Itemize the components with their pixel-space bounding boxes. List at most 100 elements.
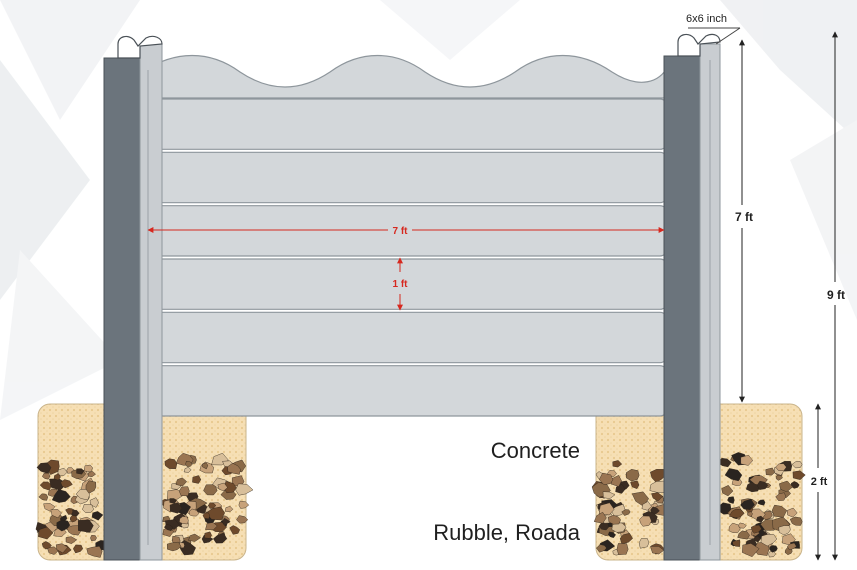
rubble-stone [73, 544, 84, 554]
rubble-stone [611, 522, 627, 533]
rubble-stone [593, 511, 607, 524]
foundation-depth-label: 2 ft [811, 476, 828, 488]
rubble-stone [90, 535, 97, 541]
rubble-stone [756, 480, 769, 490]
wall-panel [144, 311, 668, 364]
rubble-stone [789, 516, 803, 526]
rubble-stone [87, 470, 96, 477]
rubble-stone [65, 508, 74, 515]
rubble-stone [57, 467, 68, 476]
left-rubble [35, 452, 254, 558]
rubble-stone [224, 506, 234, 513]
rubble-stone [630, 480, 640, 489]
rubble-stone [778, 525, 791, 536]
rubble-stone [188, 533, 201, 542]
rubble-stone [760, 533, 778, 547]
rubble-stone [615, 484, 626, 494]
rubble-stone [50, 509, 62, 519]
rubble-stone [38, 493, 49, 501]
rubble-stone [757, 499, 766, 506]
rubble-stone [621, 509, 631, 516]
rubble-stone [638, 538, 650, 549]
rubble-stone [167, 541, 182, 552]
rubble-stone [791, 481, 800, 489]
rubble-stone [598, 502, 615, 516]
rubble-stone [202, 512, 210, 520]
panel-height-label: 1 ft [393, 279, 409, 290]
rubble-stone [39, 481, 52, 491]
rubble-stone [185, 460, 193, 467]
rubble-stone [77, 519, 94, 533]
rubble-stone [721, 485, 734, 497]
panel-width-dimension: 7 ft [147, 226, 665, 237]
rubble-stone [732, 539, 741, 547]
rubble-label: Rubble, Roada [433, 520, 581, 545]
rubble-stone [740, 454, 754, 466]
rubble-stone [179, 516, 189, 525]
rubble-stone [41, 541, 52, 550]
panel-height-dimension: 1 ft [393, 257, 409, 311]
rubble-stone [651, 492, 664, 502]
rubble-stone [51, 489, 71, 503]
rubble-stone [612, 460, 623, 468]
rubble-stone [737, 522, 747, 529]
rubble-stone [779, 480, 794, 493]
wall-panel [144, 151, 668, 204]
rubble-stone [235, 483, 254, 496]
rubble-stone [65, 536, 78, 544]
rubble-stone [616, 543, 629, 555]
rubble-stone [192, 475, 202, 484]
rubble-stone [598, 472, 614, 485]
rubble-stone [792, 470, 806, 480]
rubble-stone [91, 511, 104, 521]
rubble-stone [217, 482, 228, 492]
rubble-stone [202, 462, 209, 470]
rubble-stone [756, 515, 765, 523]
panel-width-label: 7 ft [393, 226, 409, 237]
rubble-stone [89, 497, 99, 508]
rubble-stone [728, 522, 741, 533]
rubble-stone [602, 491, 616, 499]
rubble-stone [204, 531, 212, 539]
wall-height-dimension: 7 ft [735, 39, 753, 403]
rubble-stone [86, 546, 103, 558]
rubble-stone [208, 502, 217, 509]
rubble-stone [175, 477, 187, 487]
rubble-stone [169, 498, 177, 504]
rubble-stone [765, 467, 776, 476]
rubble-stone [83, 464, 94, 473]
wall-panel [144, 365, 668, 417]
rubble-stone [42, 472, 51, 480]
rubble-stone [626, 469, 640, 482]
rubble-stone [742, 543, 760, 558]
rubble-stone [188, 508, 200, 517]
rubble-stone [771, 504, 788, 518]
rubble-stone [728, 508, 745, 519]
right-post [663, 33, 721, 561]
post-size-callout: 6x6 inch [686, 13, 741, 45]
rubble-stone [183, 467, 192, 473]
rubble-stone [76, 468, 85, 475]
rubble-stone [82, 503, 95, 514]
concrete-label: Concrete [491, 438, 580, 463]
wall-wavy-top [141, 55, 669, 99]
rubble-stone [607, 515, 621, 525]
rubble-stone [164, 524, 174, 532]
rubble-stone [178, 486, 190, 497]
rubble-stone [227, 462, 241, 475]
rubble-stone [650, 546, 665, 555]
rubble-stone [607, 531, 616, 539]
left-post [103, 35, 163, 561]
rubble-stone [205, 522, 218, 531]
rubble-stone [769, 545, 778, 553]
total-height-dimension: 9 ft [827, 31, 845, 561]
rubble-stone [38, 526, 54, 540]
rubble-stone [791, 461, 803, 469]
wall-panel [144, 98, 668, 150]
rubble-stone [55, 543, 68, 554]
rubble-stone [740, 498, 755, 510]
rubble-stone [169, 502, 183, 514]
rubble-stone [60, 479, 73, 489]
